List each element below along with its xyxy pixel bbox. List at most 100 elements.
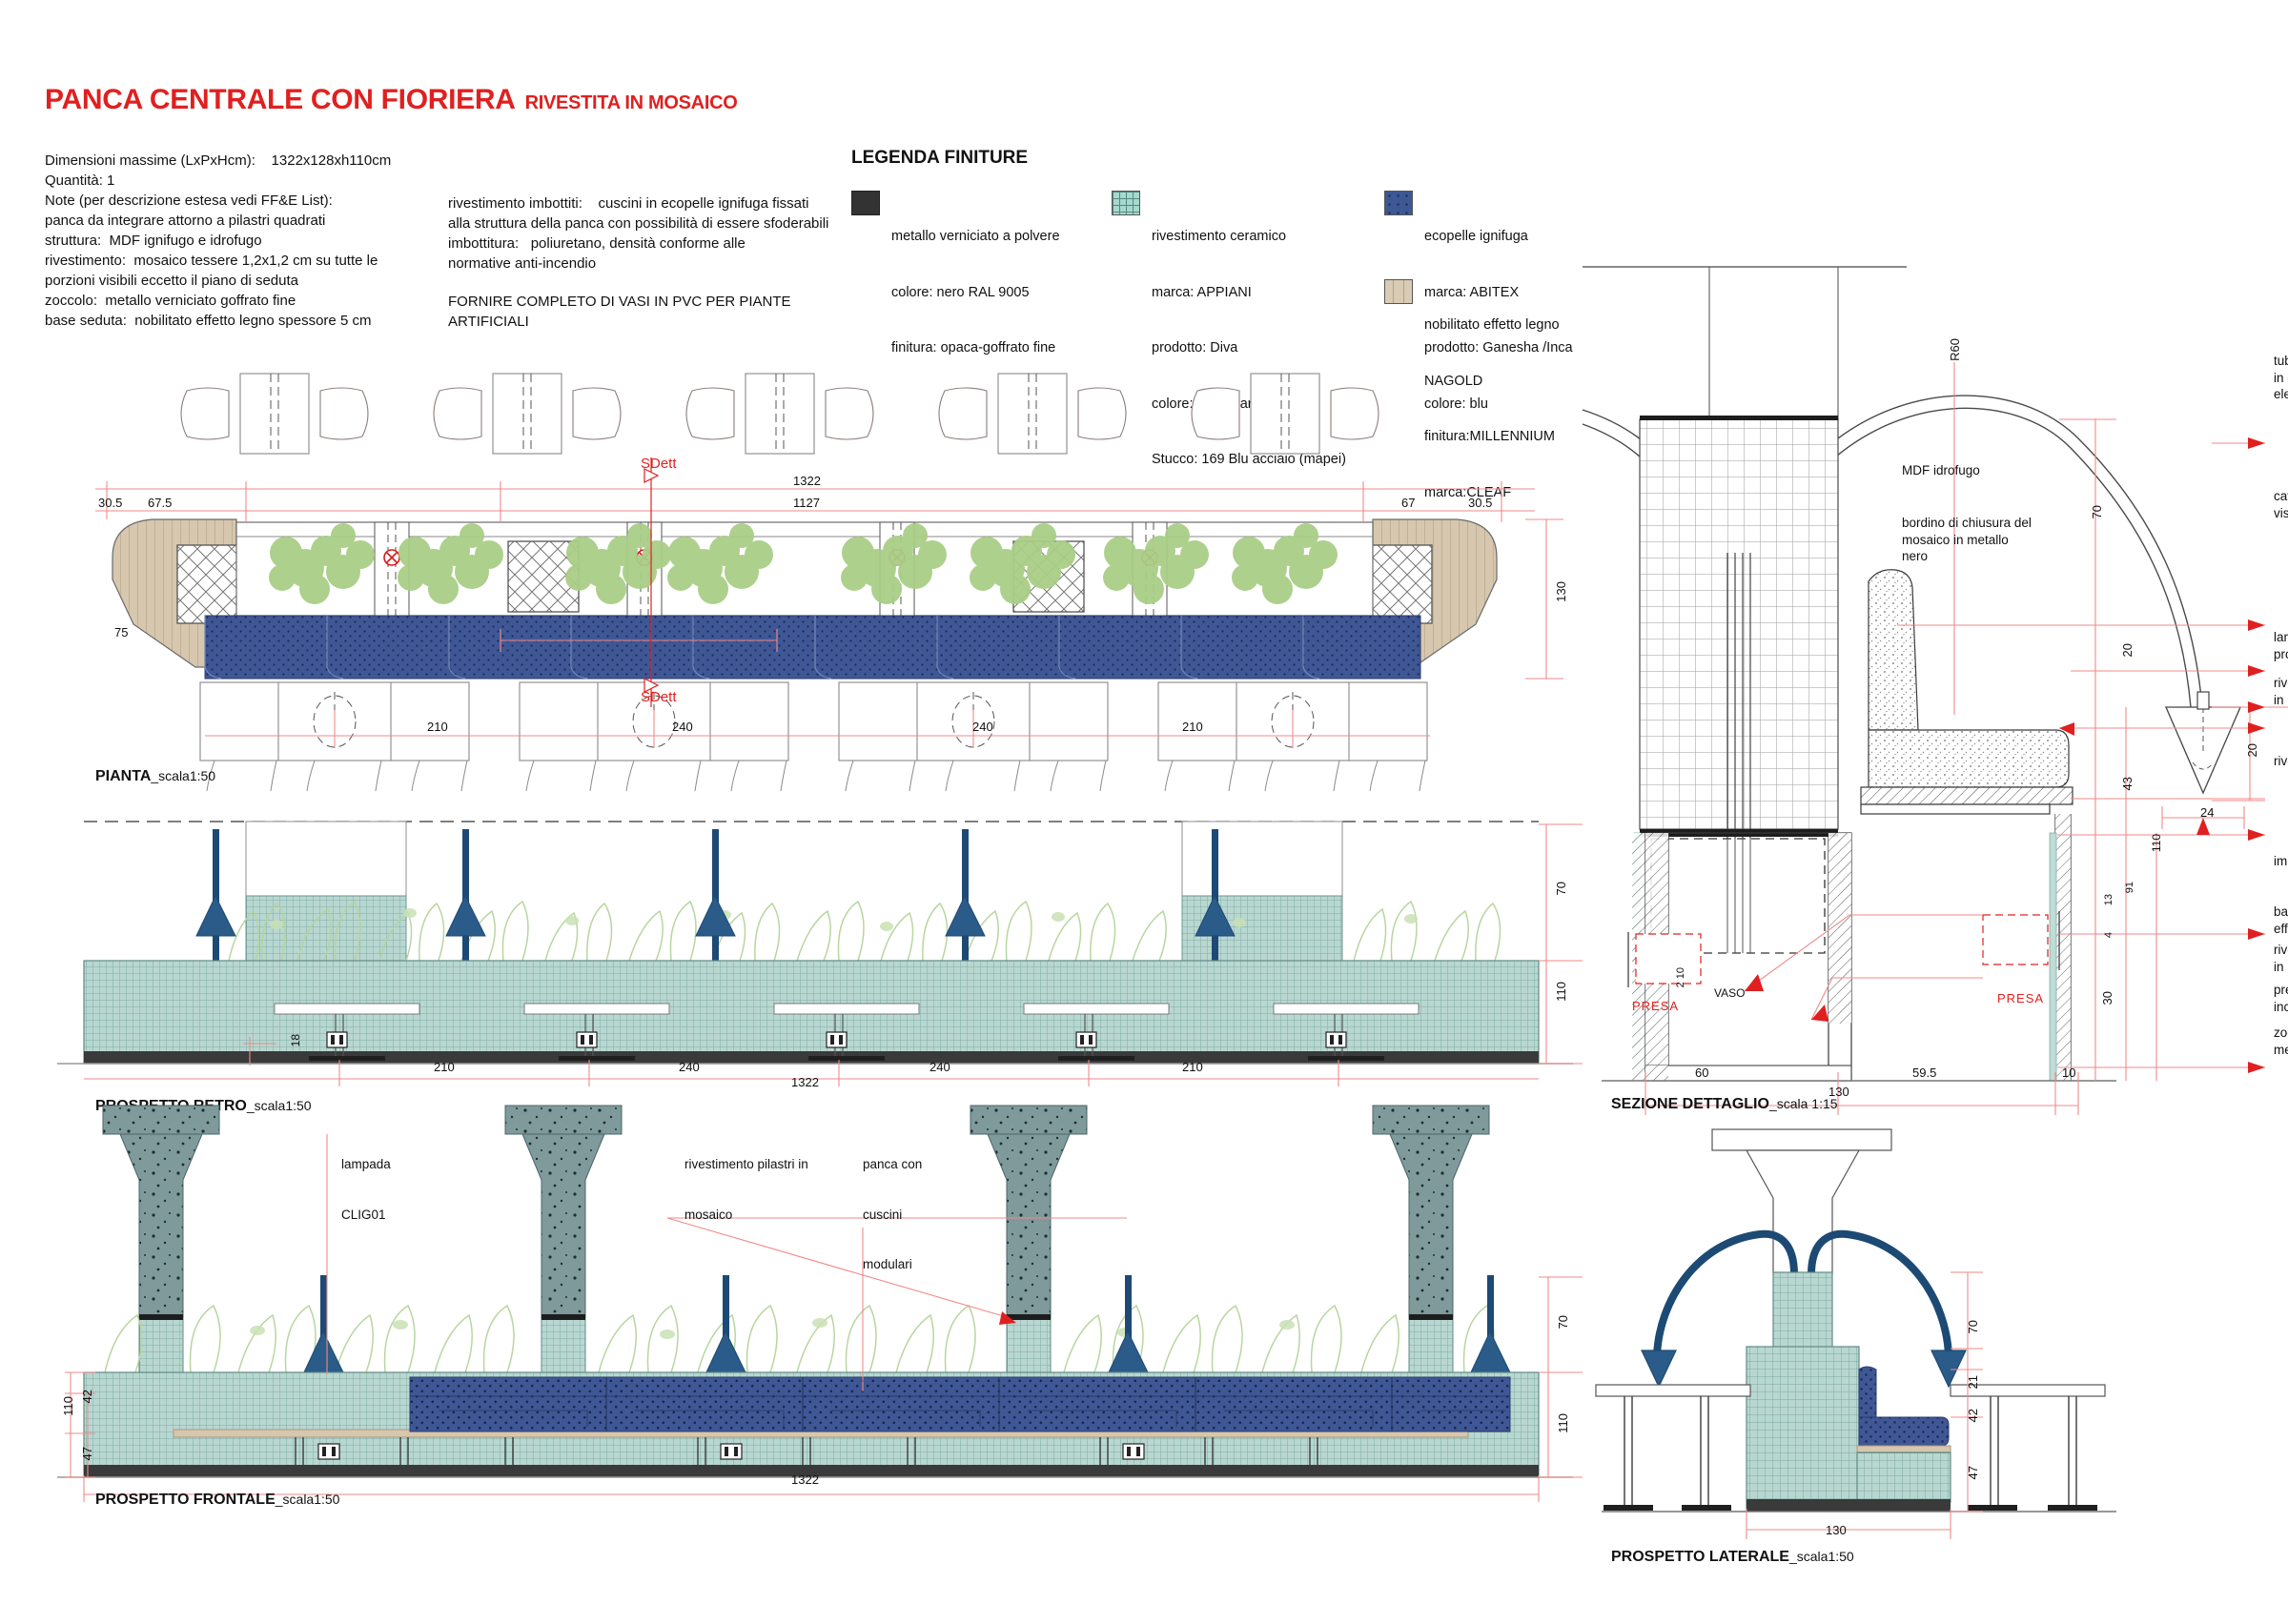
spec2-line-0: rivestimento imbottiti: cuscini in ecope…: [448, 195, 809, 212]
side-dim-47: 47: [1966, 1466, 1980, 1480]
spec-block-upholstery: rivestimento imbottiti: cuscini in ecope…: [448, 193, 828, 332]
spec-line-2: rivestimento: mosaico tessere 1,2x1,2 cm…: [45, 253, 378, 269]
section-detail-label: SEZIONE DETTAGLIO_scala 1:15: [1611, 1096, 1838, 1112]
plan-dim-67-5: 67.5: [148, 496, 173, 510]
section-dim-30: 30: [2100, 991, 2114, 1005]
section-callout-bordino: bordino di chiusura del mosaico in metal…: [1902, 516, 2032, 563]
side-dim-21: 21: [1966, 1375, 1980, 1390]
plan-dim-bottom-3: 210: [1182, 720, 1203, 734]
plan-view: [0, 0, 1602, 792]
section-dim-91: 91: [2124, 882, 2135, 894]
section-dim-R60: R60: [1948, 338, 1962, 361]
section-detail-view: [1582, 266, 2288, 1115]
section-dim-13: 13: [2103, 894, 2114, 906]
spec-block: Dimensioni massime (LxPxHcm): 1322x128xh…: [45, 151, 391, 331]
notice-line-0: FORNIRE COMPLETO DI VASI IN PVC PER PIAN…: [448, 294, 791, 310]
legend-item-wood: nobilitato effetto legno NAGOLD finitura…: [1384, 279, 1560, 539]
front-elevation-view: [0, 1105, 1602, 1502]
back-dim-18: 18: [289, 1034, 302, 1047]
title-main: PANCA CENTRALE CON FIORIERA: [45, 84, 516, 115]
plan-dim-bottom-0: 210: [427, 720, 448, 734]
front-dim-70: 70: [1556, 1315, 1570, 1330]
side-dim-130: 130: [1826, 1523, 1847, 1537]
metal-black-swatch-icon: [851, 191, 880, 215]
section-dim-210: 2 10: [1675, 967, 1686, 988]
plan-dim-75: 75: [114, 625, 129, 639]
section-callout-lampada: lampada metallica blu prodotto commercia…: [2274, 630, 2288, 661]
section-dim-110: 110: [2150, 834, 2163, 853]
front-dim-total: 1322: [791, 1472, 819, 1487]
section-dim-43: 43: [2120, 777, 2135, 791]
legend-item-ecopelle: ecopelle ignifuga marca: ABITEX prodotto…: [1384, 191, 1573, 451]
ceramic-mosaic-swatch-icon: [1112, 191, 1140, 215]
section-callout-tubo: tubo metallico blu in cui corre il cavo …: [2274, 354, 2288, 401]
section-callout-cavo: cavo elettrico vista in corda: [2274, 489, 2288, 520]
back-dim-bottom-1: 240: [679, 1060, 700, 1074]
section-callout-mdf: MDF idrofugo: [1902, 463, 1980, 477]
section-callout-presa: presa incassata: [2274, 983, 2288, 1014]
spec-line-4: zoccolo: metallo verniciato goffrato fin…: [45, 293, 296, 309]
spec2-line-2: imbottitura: poliuretano, densità confor…: [448, 235, 746, 252]
plan-dim-1127: 1127: [793, 496, 820, 510]
side-elevation-view: [1583, 1110, 2288, 1539]
side-elevation-label: PROSPETTO LATERALE_scala1:50: [1611, 1549, 1854, 1565]
wood-effect-swatch-icon: [1384, 279, 1413, 304]
back-dim-110: 110: [1554, 982, 1568, 1002]
front-callout-bench-cushions: panca con cuscini modulari: [863, 1157, 923, 1271]
page-title: PANCA CENTRALE CON FIORIERA RIVESTITA IN …: [45, 84, 738, 116]
back-dim-bottom-0: 210: [434, 1060, 455, 1074]
section-dim-24: 24: [2200, 805, 2215, 820]
side-dim-70: 70: [1966, 1320, 1980, 1334]
side-dim-42: 42: [1966, 1409, 1980, 1423]
section-presa-label-left: PRESA: [1632, 999, 1680, 1013]
legend-item-ecopelle-text: ecopelle ignifuga marca: ABITEX prodotto…: [1424, 229, 1573, 412]
back-dim-total: 1322: [791, 1075, 819, 1089]
plan-dim-bottom-1: 240: [672, 720, 693, 734]
front-dim-42: 42: [80, 1390, 94, 1404]
section-callout-imbottitura: imbottitura ignifuga: [2274, 854, 2288, 868]
spec-line-5: base seduta: nobilitato effetto legno sp…: [45, 313, 372, 329]
back-dim-bottom-2: 240: [930, 1060, 950, 1074]
plan-dim-67-right: 67: [1401, 496, 1416, 510]
section-callout-mosaico-1: rivestimento ceramico in mosaico: [2274, 676, 2288, 707]
section-dim-10: 10: [2062, 1066, 2076, 1080]
notice-line-1: ARTIFICIALI: [448, 314, 529, 330]
front-dim-47: 47: [80, 1447, 94, 1461]
section-dim-70: 70: [2090, 505, 2104, 519]
plan-dim-30-5-right: 30.5: [1468, 496, 1493, 510]
back-dim-bottom-3: 210: [1182, 1060, 1203, 1074]
section-presa-label-right: PRESA: [1997, 991, 2045, 1005]
spec2-line-1: alla struttura della panca con possibili…: [448, 215, 829, 232]
front-callout-lamp: lampada CLIG01: [341, 1157, 391, 1222]
legend-title: LEGENDA FINITURE: [851, 148, 1029, 168]
front-elevation-label: PROSPETTO FRONTALE_scala1:50: [95, 1492, 340, 1508]
plan-section-mark-top: SDett: [641, 456, 677, 472]
plan-dim-30-5-left: 30.5: [98, 496, 123, 510]
ecopelle-swatch-icon: [1384, 191, 1413, 215]
section-dim-20-lamp: 20: [2245, 743, 2259, 758]
plan-dim-1322: 1322: [793, 474, 821, 488]
plan-section-mark-bottom: SDett: [641, 689, 677, 705]
section-callout-zoccolo: zoccolo metallico nero: [2274, 1025, 2288, 1057]
section-dim-130: 130: [1828, 1085, 1849, 1099]
front-dim-110-right: 110: [1556, 1413, 1570, 1433]
section-callout-tessuto: rivestimento in tessuto: [2274, 754, 2288, 768]
section-callout-base-seduta: base seduta nobilitato effetto legno: [2274, 904, 2288, 936]
spec-quantity: Quantità: 1: [45, 173, 115, 189]
legend-item-metal: metallo verniciato a polvere colore: ner…: [851, 191, 1060, 396]
spec-line-1: struttura: MDF ignifugo e idrofugo: [45, 233, 262, 249]
spec-dimensions: Dimensioni massime (LxPxHcm): 1322x128xh…: [45, 152, 392, 169]
title-sub: RIVESTITA IN MOSAICO: [524, 92, 738, 113]
section-vaso-label: VASO: [1714, 986, 1746, 1000]
plan-dim-bottom-2: 240: [972, 720, 993, 734]
front-dim-110-left: 110: [61, 1396, 75, 1416]
spec-line-3: porzioni visibili eccetto il piano di se…: [45, 273, 298, 289]
spec-notes-header: Note (per descrizione estesa vedi FF&E L…: [45, 193, 333, 209]
back-dim-70: 70: [1554, 882, 1568, 896]
back-elevation-view: [0, 801, 1602, 1086]
spec2-line-3: normative anti-incendio: [448, 255, 597, 272]
legend-item-metal-text: metallo verniciato a polvere colore: ner…: [891, 229, 1060, 355]
spec-line-0: panca da integrare attorno a pilastri qu…: [45, 213, 326, 229]
section-dim-20: 20: [2120, 643, 2135, 658]
